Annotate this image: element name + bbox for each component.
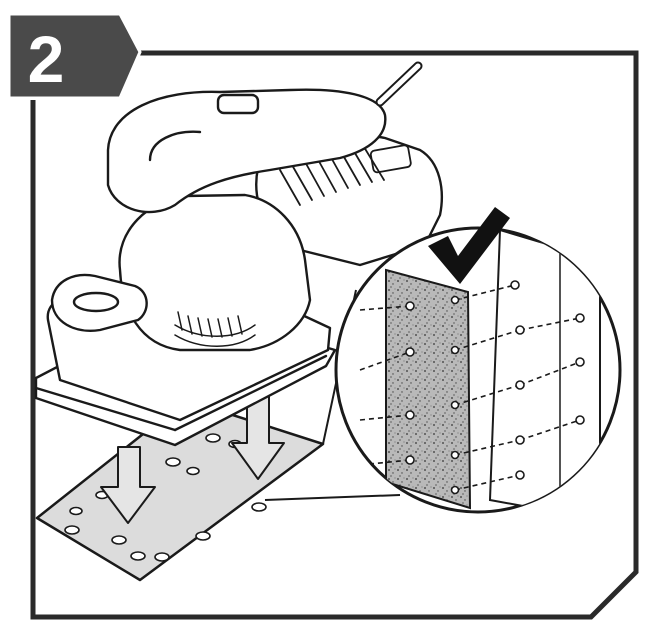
step-number-badge: 2 [7,12,142,100]
step-number: 2 [28,22,65,96]
sandpaper-strip [385,268,472,510]
frame-border [30,50,639,620]
orbital-sander [34,61,443,447]
magnify-circle [334,226,622,514]
down-arrow-icon [100,446,156,524]
check-mark-icon [428,207,510,284]
down-arrow-icon [231,393,285,480]
